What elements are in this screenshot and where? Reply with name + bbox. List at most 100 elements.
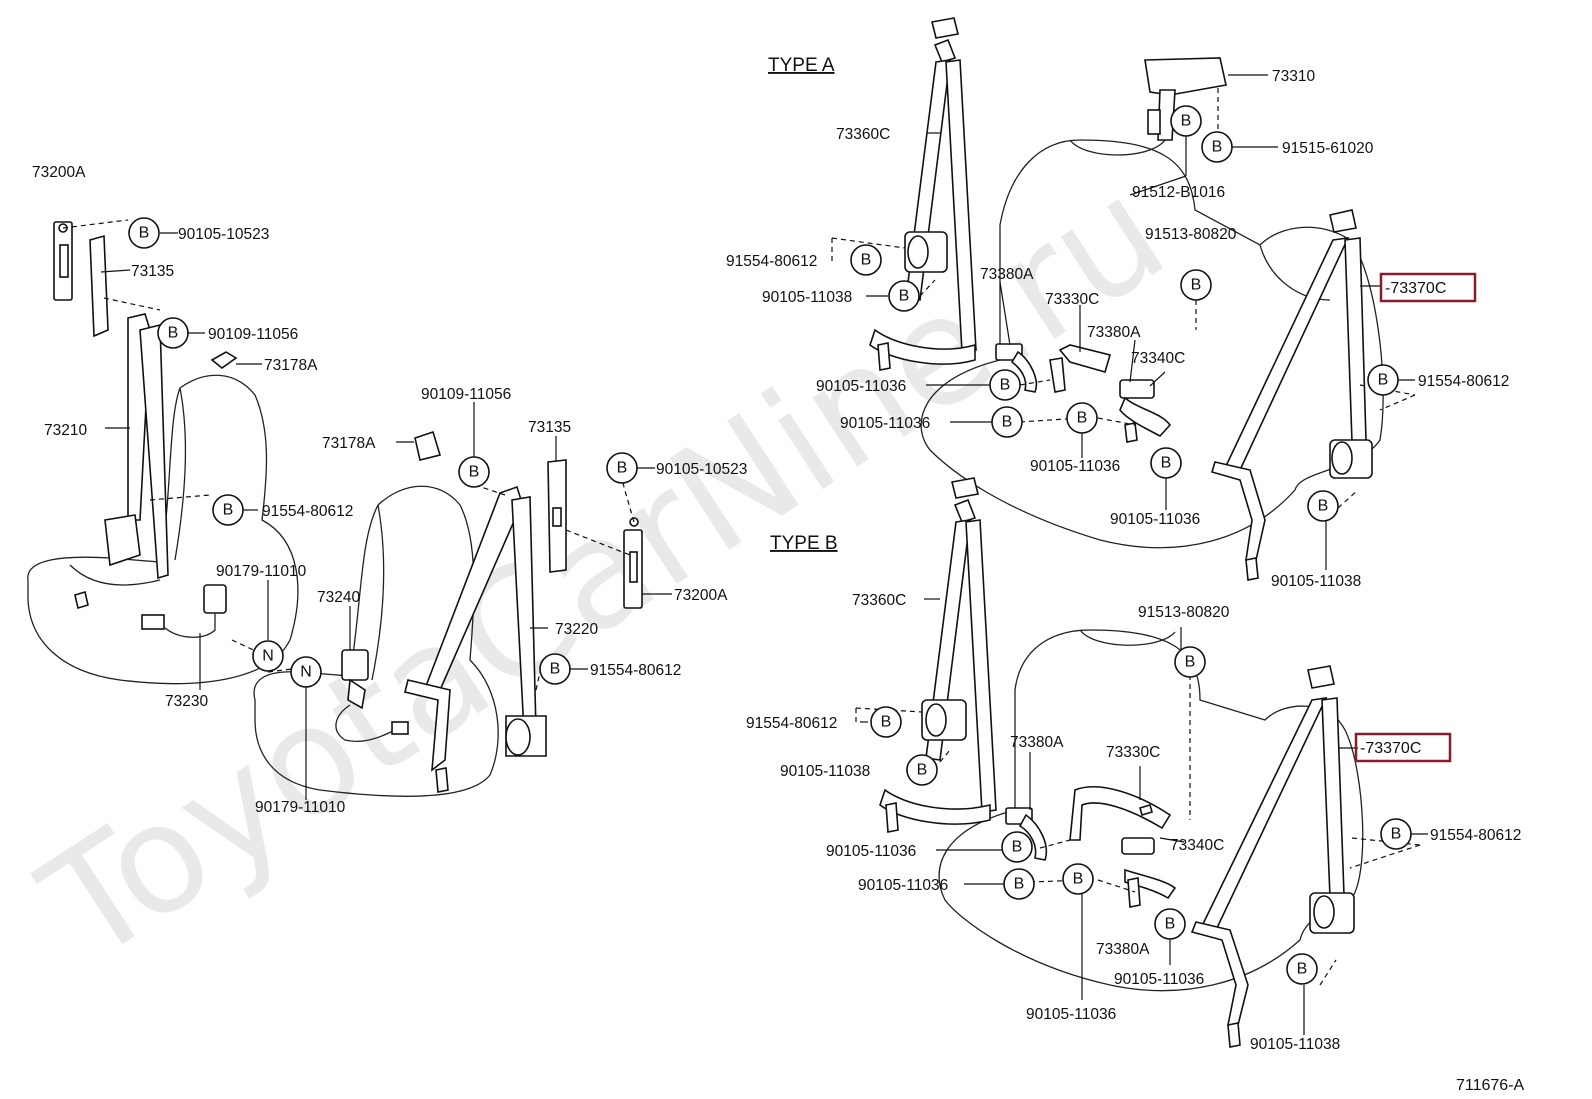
svg-text:B: B	[899, 288, 910, 305]
svg-text:N: N	[300, 664, 312, 681]
fastener-label-91515-61020: 91515-61020	[1282, 140, 1374, 157]
part-label-73178A: 73178A	[322, 435, 376, 452]
part-label-73380A: 73380A	[1087, 324, 1141, 341]
b-marker: B	[1062, 863, 1094, 895]
fastener-label-90105-11036: 90105-11036	[816, 378, 906, 395]
fastener-label-90105-11038: 90105-11038	[780, 763, 870, 780]
type-a-rear-seat-assembly	[831, 17, 1416, 581]
fastener-label-91554-80612: 91554-80612	[1430, 827, 1521, 844]
b-marker: B	[606, 452, 638, 484]
fastener-label-90109-11056: 90109-11056	[208, 326, 298, 343]
svg-text:B: B	[1181, 113, 1192, 130]
part-label-73380A: 73380A	[1096, 941, 1150, 958]
part-label-73370C-type-b-highlighted: -73370C	[1354, 732, 1452, 763]
part-label-73370C-type-a-highlighted: -73370C	[1379, 272, 1477, 303]
part-label-73210: 73210	[44, 422, 87, 439]
fastener-label-90105-10523: 90105-10523	[178, 226, 269, 243]
fastener-label-91513-80820: 91513-80820	[1138, 604, 1230, 621]
part-label-73200A: 73200A	[674, 587, 728, 604]
svg-text:B: B	[1002, 414, 1013, 431]
b-marker: B	[850, 244, 882, 276]
b-marker: B	[870, 706, 902, 738]
svg-text:B: B	[1191, 277, 1202, 294]
part-label-73340C: 73340C	[1131, 350, 1185, 367]
b-marker: B	[991, 406, 1023, 438]
svg-text:B: B	[1077, 410, 1088, 427]
part-label-73178A: 73178A	[264, 357, 318, 374]
part-label-73135: 73135	[131, 263, 174, 280]
fastener-label-90105-11038: 90105-11038	[1250, 1036, 1340, 1053]
b-marker: B	[989, 369, 1021, 401]
part-label-73330C: 73330C	[1106, 744, 1160, 761]
fastener-label-91554-80612: 91554-80612	[590, 662, 681, 679]
fastener-label-90105-11036: 90105-11036	[1026, 1006, 1116, 1023]
svg-text:B: B	[917, 762, 928, 779]
svg-text:B: B	[617, 460, 628, 477]
b-marker: B	[157, 317, 189, 349]
part-label-73330C: 73330C	[1045, 291, 1099, 308]
b-marker: B	[1201, 131, 1233, 163]
b-marker: B	[1001, 831, 1033, 863]
svg-text:B: B	[168, 325, 179, 342]
fastener-label-91554-80612: 91554-80612	[1418, 373, 1509, 390]
part-label-73135: 73135	[528, 419, 571, 436]
svg-text:B: B	[1000, 377, 1011, 394]
b-marker: B	[212, 494, 244, 526]
svg-text:B: B	[1073, 871, 1084, 888]
part-label-73340C: 73340C	[1170, 837, 1224, 854]
fastener-label-90105-11036: 90105-11036	[1030, 458, 1120, 475]
fastener-label-90105-11036: 90105-11036	[840, 415, 930, 432]
type-a-heading: TYPE A	[768, 55, 835, 76]
type-b-rear-seat-assembly	[855, 477, 1428, 1048]
fastener-label-90105-11038: 90105-11038	[762, 289, 852, 306]
type-b-heading: TYPE B	[770, 533, 838, 554]
front-seat-right-assembly	[253, 402, 672, 800]
svg-text:B: B	[1391, 826, 1402, 843]
b-marker: B	[1367, 364, 1399, 396]
part-label-73380A: 73380A	[1010, 734, 1064, 751]
b-marker: B	[1066, 402, 1098, 434]
part-label-73360C: 73360C	[852, 592, 906, 609]
fastener-label-90105-11036: 90105-11036	[1114, 971, 1204, 988]
svg-text:B: B	[1185, 654, 1196, 671]
fastener-label-90105-11036: 90105-11036	[858, 877, 948, 894]
b-marker: B	[1307, 490, 1339, 522]
svg-text:B: B	[223, 502, 234, 519]
b-marker: B	[1170, 105, 1202, 137]
b-marker: B	[1003, 868, 1035, 900]
b-marker: B	[1380, 818, 1412, 850]
svg-text:B: B	[1165, 916, 1176, 933]
fastener-label-90109-11056: 90109-11056	[421, 386, 511, 403]
n-marker: N	[252, 640, 284, 672]
svg-text:B: B	[861, 252, 872, 269]
svg-text:B: B	[1297, 961, 1308, 978]
part-label-73240: 73240	[317, 589, 360, 606]
fastener-label-90179-11010: 90179-11010	[255, 799, 346, 816]
svg-text:-73370C: -73370C	[1385, 280, 1446, 297]
b-marker: B	[1174, 646, 1206, 678]
part-label-73360C: 73360C	[836, 126, 890, 143]
b-marker: B	[1154, 908, 1186, 940]
part-label-73230: 73230	[165, 693, 208, 710]
b-marker: B	[906, 754, 938, 786]
svg-text:B: B	[881, 714, 892, 731]
svg-text:B: B	[1318, 498, 1329, 515]
b-marker: B	[1286, 953, 1318, 985]
fastener-label-91513-80820: 91513-80820	[1145, 226, 1237, 243]
fastener-label-90179-11010: 90179-11010	[216, 563, 307, 580]
svg-text:B: B	[1378, 372, 1389, 389]
part-label-73380A: 73380A	[980, 266, 1034, 283]
svg-text:-73370C: -73370C	[1360, 740, 1421, 757]
b-marker: B	[888, 280, 920, 312]
fastener-label-91554-80612: 91554-80612	[262, 503, 353, 520]
svg-text:B: B	[550, 661, 561, 678]
svg-text:N: N	[262, 648, 274, 665]
svg-text:B: B	[1014, 876, 1025, 893]
part-label-73220: 73220	[555, 621, 598, 638]
svg-text:B: B	[1012, 839, 1023, 856]
fastener-label-91554-80612: 91554-80612	[726, 253, 817, 270]
part-label-73200A: 73200A	[32, 164, 86, 181]
fastener-label-91554-80612: 91554-80612	[746, 715, 837, 732]
